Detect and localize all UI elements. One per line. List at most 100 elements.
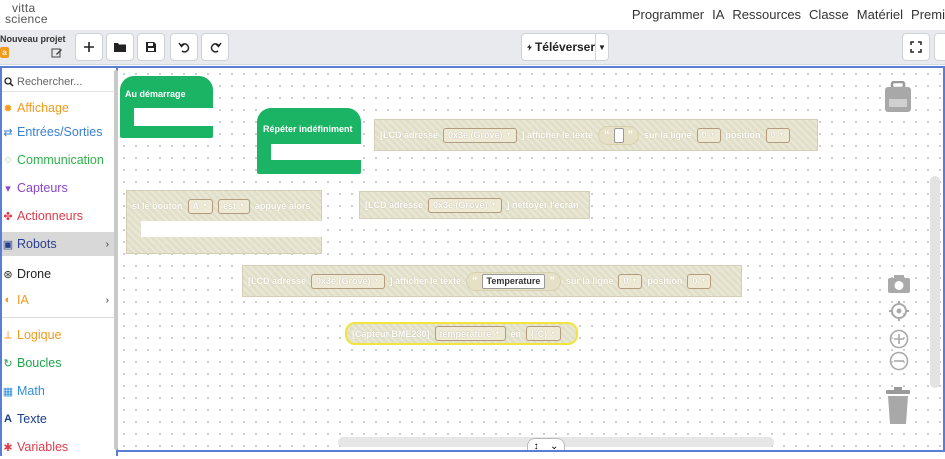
redo-icon [210, 42, 222, 53]
block-label: [LCD adresse [380, 130, 439, 140]
category-variables[interactable]: ✱ Variables [2, 435, 114, 459]
category-entrees-sorties[interactable]: ⇄ Entrées/Sorties [2, 120, 114, 144]
line-dropdown[interactable]: 0▼ [696, 127, 721, 143]
dropdown-value: 0 [623, 276, 629, 286]
block-lcd-display-text[interactable]: [LCD adresse 0x3e (Grove)▼ ] afficher le… [374, 119, 818, 151]
undo-button[interactable] [170, 33, 198, 61]
lcd-address-dropdown[interactable]: 0x3e (Grove)▼ [311, 273, 385, 289]
category-math[interactable]: ▦ Math [2, 379, 114, 403]
workspace-vertical-scrollbar[interactable] [930, 176, 940, 388]
project-name[interactable]: Nouveau projet [0, 34, 66, 44]
category-label: Entrées/Sorties [17, 125, 103, 139]
category-logique[interactable]: ⟂ Logique [2, 323, 114, 347]
search-bar [2, 72, 116, 92]
category-capteurs[interactable]: ▾ Capteurs [2, 176, 114, 200]
dropdown-value: température [439, 328, 492, 339]
block-bme280-sensor[interactable]: [Capteur BME280] température▼ en (°C)▼ [345, 322, 578, 345]
nav-premium[interactable]: Premi [911, 7, 945, 22]
line-dropdown[interactable]: 0▼ [618, 273, 643, 289]
redo-button[interactable] [201, 33, 229, 61]
text-value-field[interactable] [613, 127, 624, 143]
screenshot-icon[interactable] [886, 273, 912, 295]
block-if-button-pressed[interactable]: si le bouton A▼ est▼ appuyé alors [126, 190, 323, 254]
category-actionneurs[interactable]: ✤ Actionneurs [2, 204, 114, 228]
text-value-field[interactable]: Temperature [481, 273, 546, 289]
upload-button[interactable]: Téléverser ▼ [521, 33, 609, 61]
dropdown-value: est [222, 201, 236, 211]
block-label: en [510, 328, 522, 339]
nav-ressources[interactable]: Ressources [732, 7, 802, 22]
trash-icon[interactable] [883, 386, 913, 426]
block-label: ] afficher le texte [389, 276, 462, 286]
resize-vertical-icon: ↕ [533, 440, 539, 452]
zoom-out-icon[interactable] [888, 350, 910, 372]
text-input-block[interactable]: “” [598, 125, 640, 145]
category-robots[interactable]: ▣ Robots › [2, 232, 114, 256]
dropdown-arrow-icon: ▼ [709, 132, 716, 138]
sidebar-scrollbar[interactable] [114, 70, 118, 450]
plug-icon: ▾ [5, 182, 11, 195]
category-label: Texte [17, 412, 47, 426]
dropdown-arrow-icon: ▼ [490, 202, 497, 208]
console-toggle[interactable]: ↕ ⌄ [527, 438, 565, 452]
block-on-start[interactable]: Au démarrage [120, 76, 213, 138]
nav-materiel[interactable]: Matériel [856, 7, 904, 22]
blocks-sidebar: ✹ Affichage ⇄ Entrées/Sorties ◌ Communic… [0, 66, 118, 456]
block-slot [134, 108, 213, 126]
block-on-start-label: Au démarrage [125, 89, 186, 99]
category-label: Boucles [17, 356, 62, 370]
category-boucles[interactable]: ↻ Boucles [2, 351, 114, 375]
new-project-button[interactable] [75, 33, 103, 61]
dropdown-value: A [192, 201, 200, 211]
open-button[interactable] [106, 33, 134, 61]
dropdown-arrow-icon: ▼ [238, 203, 245, 209]
nav-links: Programmer IA Ressources Classe Matériel… [632, 7, 945, 22]
robot-icon: ▣ [2, 238, 14, 251]
cogs-icon: ✤ [3, 210, 13, 223]
category-texte[interactable]: A Texte [2, 407, 114, 431]
button-dropdown[interactable]: A▼ [187, 198, 213, 214]
category-drone[interactable]: ⊛ Drone [2, 262, 114, 286]
dropdown-value: 0 [770, 130, 776, 140]
dropdown-value: 0x3e (Grove) [448, 130, 503, 140]
state-dropdown[interactable]: est▼ [217, 198, 250, 214]
measure-dropdown[interactable]: température▼ [434, 326, 506, 341]
edit-icon[interactable] [51, 47, 63, 59]
fullscreen-button[interactable] [902, 33, 930, 61]
more-button[interactable] [934, 33, 945, 61]
block-label: ] afficher le texte [521, 130, 594, 140]
block-label: sur la ligne [565, 276, 614, 286]
category-affichage[interactable]: ✹ Affichage [2, 96, 114, 120]
close-quote-icon: ” [627, 129, 634, 141]
lcd-address-dropdown[interactable]: 0x3e (Grove)▼ [443, 127, 517, 143]
recenter-icon[interactable] [888, 300, 910, 322]
block-forever[interactable]: Répéter indéfiniment [257, 108, 361, 174]
block-label: sur la ligne [644, 130, 692, 140]
nav-programmer[interactable]: Programmer [631, 7, 705, 22]
category-ia[interactable]: ◐ IA › [2, 288, 114, 312]
position-dropdown[interactable]: 0▼ [765, 127, 790, 143]
dropdown-arrow-icon: ▼ [494, 330, 501, 337]
category-label: IA [17, 293, 29, 307]
text-input-block[interactable]: “Temperature” [466, 271, 561, 291]
block-lcd-display-temperature[interactable]: [LCD adresse 0x3e (Grove)▼ ] afficher le… [242, 265, 742, 297]
undo-icon [177, 42, 189, 53]
unit-dropdown[interactable]: (°C)▼ [526, 326, 562, 341]
open-quote-icon: “ [472, 275, 478, 287]
upload-dropdown-caret[interactable]: ▼ [598, 42, 606, 52]
block-lcd-clear[interactable]: [LCD adresse 0x3e (Grove)▼ ] nettoyer l'… [359, 191, 590, 219]
category-communication[interactable]: ◌ Communication [2, 148, 114, 172]
lcd-address-dropdown[interactable]: 0x3e (Grove)▼ [428, 197, 502, 213]
nav-ia[interactable]: IA [712, 7, 725, 22]
zoom-in-icon[interactable] [888, 328, 910, 350]
nav-classe[interactable]: Classe [809, 7, 849, 22]
search-input[interactable] [17, 75, 112, 88]
category-label: Actionneurs [17, 209, 84, 223]
block-label: appuyé alors [254, 201, 311, 211]
blockly-workspace[interactable]: Au démarrage Répéter indéfiniment [LCD a… [118, 66, 945, 452]
save-button[interactable] [137, 33, 165, 61]
backpack-icon[interactable] [882, 80, 914, 114]
position-dropdown[interactable]: 0▼ [687, 273, 712, 289]
vittascience-logo[interactable]: vitta science [4, 1, 64, 27]
block-label: [Capteur BME280] [352, 328, 430, 339]
